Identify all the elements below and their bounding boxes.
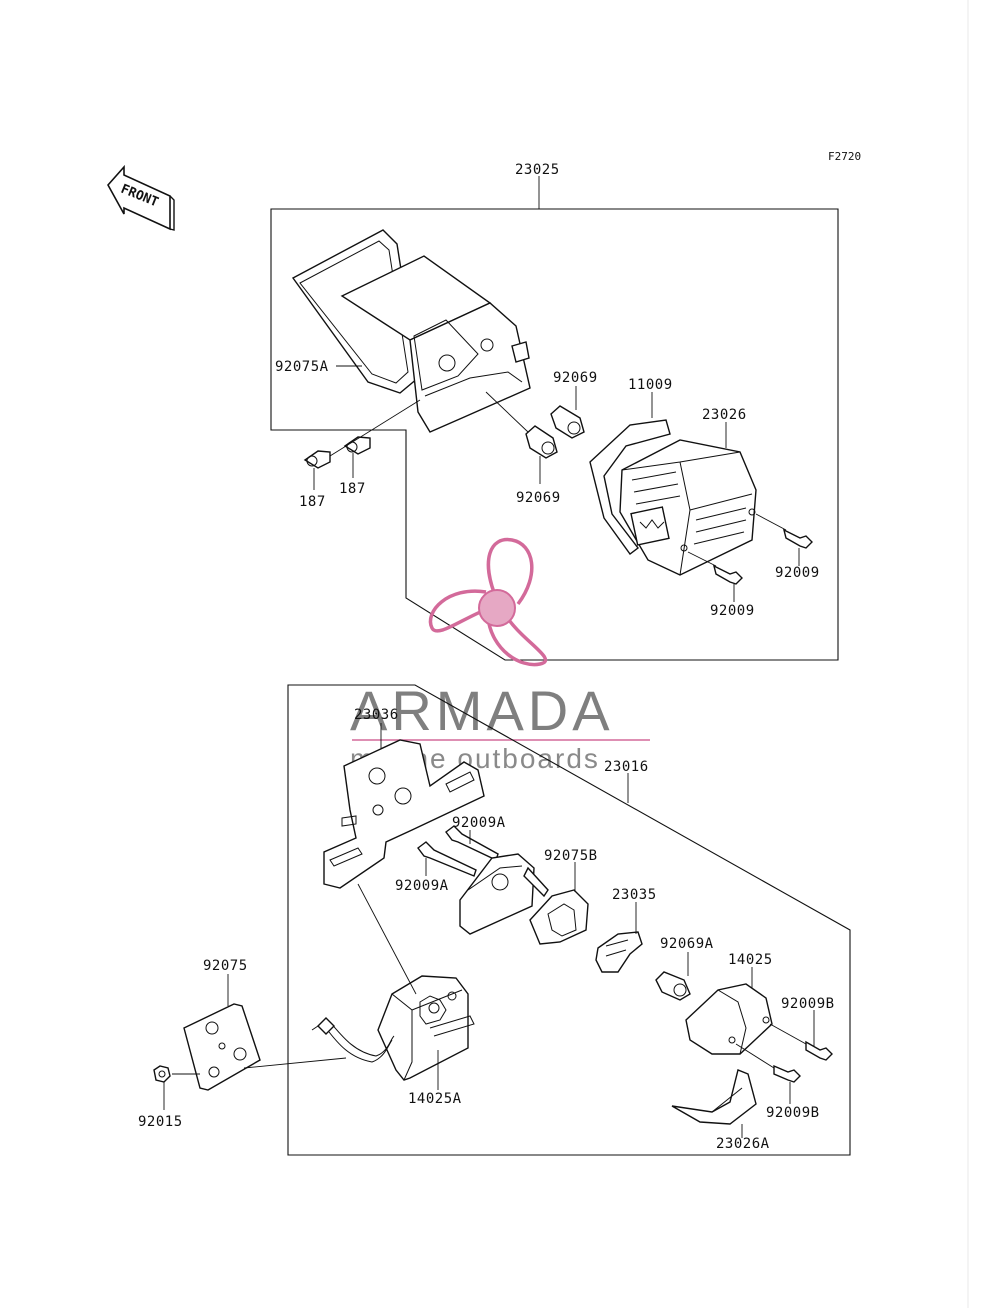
- label-187-right: 187: [339, 481, 366, 497]
- label-92009-bottom: 92009: [710, 603, 755, 619]
- screw-187-right: [343, 436, 371, 455]
- label-23026: 23026: [702, 407, 747, 423]
- label-92009B-upper: 92009B: [781, 996, 835, 1012]
- label-92069-lower: 92069: [516, 490, 561, 506]
- license-light-14025A: [377, 975, 475, 1081]
- label-92009A-lower: 92009A: [395, 878, 449, 894]
- wire-harness: [311, 1017, 395, 1063]
- front-arrow-icon: FRONT: [107, 164, 175, 231]
- bulb-92069A: [655, 971, 691, 1001]
- label-23026A: 23026A: [716, 1136, 770, 1152]
- bolt-92009A-lower: [417, 841, 477, 877]
- tail-lens: [291, 229, 531, 433]
- gasket-11009: [589, 419, 671, 555]
- screw-187-left: [303, 450, 331, 469]
- label-92009A-upper: 92009A: [452, 815, 506, 831]
- label-23016: 23016: [604, 759, 649, 775]
- label-92075A: 92075A: [275, 359, 329, 375]
- label-92075: 92075: [203, 958, 248, 974]
- label-92009-right: 92009: [775, 565, 820, 581]
- upper-assembly-frame: [270, 208, 839, 661]
- lower-assembly: 23036 23016 92009A 92009A: [287, 684, 851, 1156]
- nut-92015: [153, 1065, 171, 1083]
- label-92069-upper: 92069: [553, 370, 598, 386]
- label-14025: 14025: [728, 952, 773, 968]
- bulb-92069-lower: [525, 425, 558, 459]
- watermark-title: ARMADA: [350, 679, 614, 742]
- screw-92009B-lower: [773, 1064, 801, 1083]
- upper-assembly: 23025 92075A 187 187: [270, 162, 839, 661]
- screw-92009-bottom: [712, 564, 743, 585]
- label-23025: 23025: [515, 162, 560, 178]
- diagram-ref-code: F2720: [828, 150, 861, 163]
- propeller-logo-icon: [428, 537, 548, 667]
- label-92075B: 92075B: [544, 848, 598, 864]
- label-187-left: 187: [299, 494, 326, 510]
- label-23036: 23036: [354, 707, 399, 723]
- label-11009: 11009: [628, 377, 673, 393]
- bracket-23036: [323, 739, 485, 889]
- lower-assembly-frame: [287, 684, 851, 1156]
- socket-92075B: [529, 889, 589, 945]
- bulb-92069-upper: [550, 405, 585, 439]
- label-23035: 23035: [612, 887, 657, 903]
- bulb-holder: [459, 853, 549, 935]
- label-92009B-lower: 92009B: [766, 1105, 820, 1121]
- screw-92009B-upper: [805, 1040, 833, 1061]
- plate-bracket-92075: [183, 1003, 261, 1091]
- bolt-92009A-upper: [445, 825, 499, 861]
- screw-92009-right: [782, 528, 813, 549]
- lens-14025: [685, 983, 773, 1055]
- clip-23035: [595, 931, 643, 973]
- label-14025A: 14025A: [408, 1091, 462, 1107]
- label-92015: 92015: [138, 1114, 183, 1130]
- lens-23026: [619, 439, 757, 576]
- reflector-23026A: [671, 1069, 757, 1125]
- label-92069A: 92069A: [660, 936, 714, 952]
